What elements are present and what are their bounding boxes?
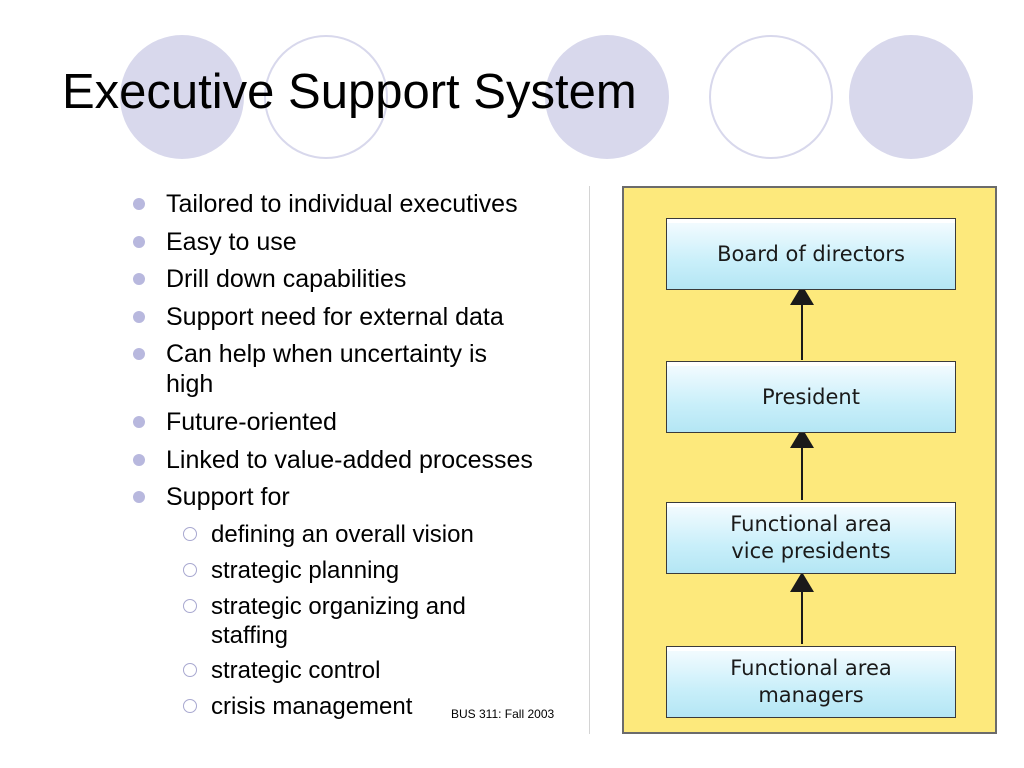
org-chart-figure: Board of directors President Functional … (622, 186, 997, 734)
bullet-marker (133, 311, 145, 323)
decorative-circle-4 (709, 35, 833, 159)
org-box-label: vice presidents (731, 539, 891, 563)
org-box-label: Board of directors (717, 241, 905, 266)
sub-bullet-marker (183, 699, 197, 713)
sub-bullet-item-continuation: staffing (211, 622, 288, 649)
decorative-circle-3 (545, 35, 669, 159)
bullet-item: Support for (166, 483, 290, 511)
bullet-item: Future-oriented (166, 408, 337, 436)
org-box-label: Functional area (730, 656, 892, 680)
sub-bullet-item: strategic organizing and (211, 593, 466, 620)
decorative-circle-1 (120, 35, 244, 159)
sub-bullet-marker (183, 563, 197, 577)
sub-bullet-marker (183, 663, 197, 677)
bullet-marker (133, 348, 145, 360)
bullet-marker (133, 273, 145, 285)
org-box-board: Board of directors (666, 218, 956, 290)
bullet-item: Tailored to individual executives (166, 190, 518, 218)
slide-footer: BUS 311: Fall 2003 (451, 707, 555, 721)
sub-bullet-item: strategic control (211, 657, 381, 684)
org-box-president: President (666, 361, 956, 433)
decorative-circle-5 (849, 35, 973, 159)
org-box-label: President (762, 384, 860, 409)
sub-bullet-item: strategic planning (211, 557, 400, 584)
bullet-marker (133, 416, 145, 428)
org-box-vice-presidents: Functional area vice presidents (666, 502, 956, 574)
bullet-item: Support need for external data (166, 303, 504, 331)
bullet-marker (133, 236, 145, 248)
org-chart-arrows (790, 285, 814, 644)
bullet-item: Can help when uncertainty is (166, 340, 488, 368)
column-divider (589, 186, 590, 734)
org-box-label: Functional area (730, 512, 892, 536)
decorative-circle-2 (264, 35, 388, 159)
org-box-managers: Functional area managers (666, 646, 956, 718)
slide-title: Executive Support System (62, 65, 637, 119)
bullet-marker (133, 491, 145, 503)
bullet-marker (133, 454, 145, 466)
bullet-item-continuation: high (166, 370, 214, 398)
sub-bullet-marker (183, 527, 197, 541)
bullet-item: Linked to value-added processes (166, 446, 533, 474)
sub-bullet-item: defining an overall vision (211, 521, 474, 548)
bullet-item: Easy to use (166, 228, 297, 256)
bullet-item: Drill down capabilities (166, 265, 407, 293)
sub-bullet-marker (183, 599, 197, 613)
sub-bullet-item: crisis management (211, 693, 413, 720)
org-box-label: managers (758, 683, 864, 707)
bullet-marker (133, 198, 145, 210)
